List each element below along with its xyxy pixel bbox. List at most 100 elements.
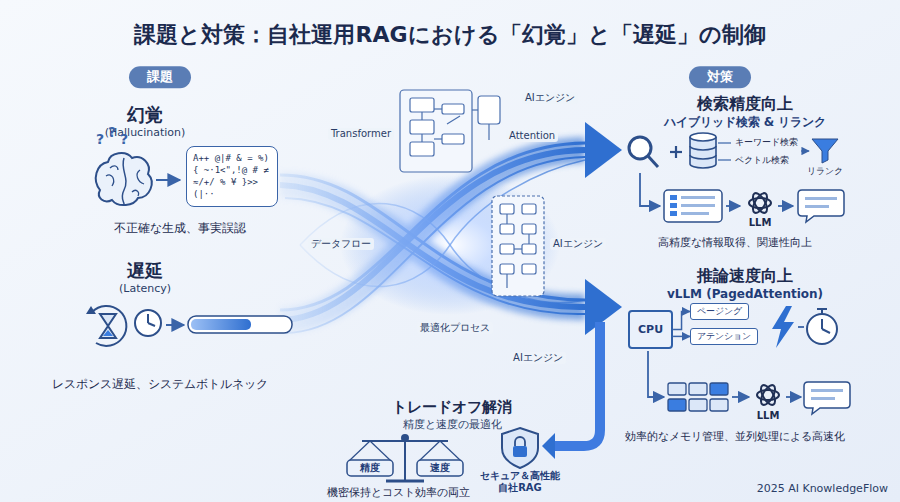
data-swirl [554, 322, 600, 446]
llm-icon [750, 191, 770, 215]
balance-scale [420, 441, 440, 460]
funnel-icon [812, 139, 838, 163]
lightning-icon [772, 306, 794, 348]
memory-blocks [668, 399, 686, 411]
brain-icon [106, 166, 144, 196]
section-heading: トレードオフ解消 [392, 398, 512, 416]
engine-schematic [500, 224, 514, 234]
stopwatch-icon [807, 314, 837, 344]
node-text: CPU [638, 323, 663, 336]
transformer-schematic [410, 98, 434, 112]
chat-bubble [811, 389, 843, 392]
engine-schematic [500, 204, 514, 214]
stopwatch-icon [817, 308, 827, 310]
brain-icon [96, 153, 152, 205]
section-heading: 検索精度向上 [697, 94, 793, 113]
section-heading: 推論速度向上 [697, 266, 793, 285]
chat-bubble [804, 382, 850, 414]
plus-sign [675, 146, 677, 158]
component-label: 最適化プロセス [417, 322, 493, 334]
engine-schematic [522, 264, 536, 274]
icon-label: ベクトル検索 [735, 155, 789, 166]
balance-scale [417, 460, 463, 476]
funnel-icon [812, 139, 838, 163]
hourglass-icon [92, 306, 126, 346]
engine-schematic [506, 214, 507, 224]
flow-arrow [798, 326, 804, 328]
section-heading: 遅延 [127, 260, 163, 282]
data-swirl [280, 150, 585, 320]
clock-icon [147, 314, 149, 323]
flow-arrow [778, 205, 793, 207]
balance-scale [362, 440, 448, 442]
leader-line [801, 150, 809, 151]
progress-bar [188, 316, 292, 333]
caption-text: 効率的なメモリ管理、並列処理による高速化 [625, 430, 845, 443]
brain-icon [96, 153, 152, 205]
document-list [670, 211, 677, 216]
engine-schematic [522, 244, 536, 254]
flow-arrow [648, 351, 664, 397]
section-subheading: 精度と速度の最適化 [403, 418, 502, 431]
shield-icon [502, 428, 538, 468]
transformer-schematic [472, 109, 478, 110]
component-label: Attention [506, 130, 558, 142]
document-list [664, 190, 722, 222]
section-pill: 対策 [689, 66, 751, 88]
node-text: アテンション [697, 331, 751, 342]
balance-scale [347, 435, 463, 481]
balance-scale [386, 480, 424, 483]
database-icon [690, 146, 716, 159]
transformer-schematic [400, 90, 472, 172]
document-list [681, 204, 715, 207]
process-box: アテンション [690, 328, 758, 345]
transformer-schematic [410, 120, 434, 134]
flow-arrow [156, 179, 180, 181]
section-subheading: ハイブリッド検索 & リランク [664, 115, 827, 129]
balance-scale [350, 441, 370, 460]
plus-sign [670, 146, 682, 158]
balance-scale [347, 460, 393, 476]
llm-icon [749, 191, 771, 215]
data-swirl [585, 122, 622, 178]
leader-line [718, 142, 731, 143]
engine-schematic [500, 264, 514, 274]
document-list [670, 195, 677, 200]
flow-arrow [640, 173, 660, 206]
scale-pan-label: 速度 [430, 462, 450, 474]
data-swirl [285, 157, 585, 333]
caption-text: 高精度な情報取得、関連性向上 [658, 236, 812, 249]
engine-schematic [506, 274, 507, 288]
transformer-schematic [400, 90, 500, 172]
connector-arrow [673, 336, 690, 338]
icon-label: リランク [807, 166, 843, 177]
engine-schematic [492, 196, 544, 296]
memory-blocks [710, 383, 728, 395]
connector-arrow [673, 311, 690, 329]
data-swirl [280, 150, 585, 320]
transformer-schematic [421, 134, 422, 142]
llm-icon [757, 383, 779, 407]
transformer-schematic [447, 116, 460, 124]
garbled-output-bubble: A++ @|# & = %) { ~·1<",!@ # ≠ ≈/+/ % ¥ }… [186, 146, 278, 207]
scale-pan-label: 精度 [360, 462, 380, 474]
clock-icon [135, 310, 161, 336]
transformer-schematic [410, 142, 434, 156]
engine-schematic [522, 224, 536, 234]
question-mark: ? [96, 131, 104, 148]
engine-schematic [492, 196, 544, 296]
magnifier-icon [648, 156, 658, 167]
hourglass-icon [103, 330, 113, 336]
component-label: Transformer [328, 128, 394, 140]
chat-bubble [804, 382, 850, 414]
process-box: ページング [690, 303, 749, 320]
transformer-schematic [478, 96, 500, 124]
component-label: AIエンジン [510, 352, 566, 364]
component-label: AIエンジン [522, 92, 578, 104]
engine-schematic [528, 234, 529, 244]
question-mark: ? [120, 131, 128, 148]
node-text: A++ @|# & = %) { ~·1<",!@ # ≠ ≈/+/ % ¥ }… [193, 152, 271, 201]
hourglass-icon [86, 306, 96, 314]
stopwatch-icon [821, 310, 823, 314]
shield-icon [515, 437, 525, 446]
